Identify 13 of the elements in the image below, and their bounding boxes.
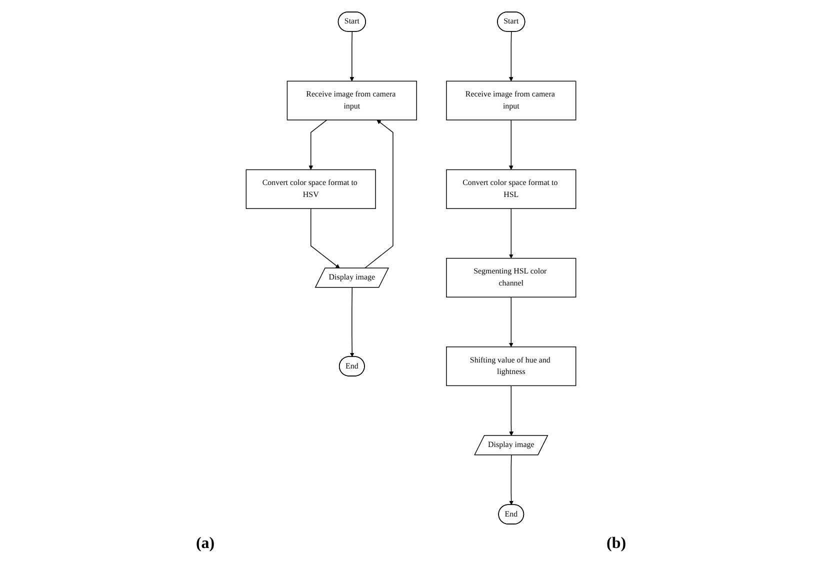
arrow bbox=[508, 296, 514, 347]
arrow bbox=[509, 384, 514, 436]
arrow bbox=[509, 454, 514, 505]
arrow bbox=[364, 119, 394, 268]
arrow bbox=[310, 208, 340, 268]
arrow bbox=[350, 286, 354, 357]
arrow bbox=[508, 119, 514, 170]
figure-label: (b) bbox=[606, 535, 626, 554]
arrow bbox=[308, 119, 328, 170]
arrow bbox=[350, 30, 354, 81]
figure-label: (a) bbox=[196, 535, 215, 554]
arrow bbox=[508, 30, 514, 81]
arrow bbox=[508, 208, 514, 258]
